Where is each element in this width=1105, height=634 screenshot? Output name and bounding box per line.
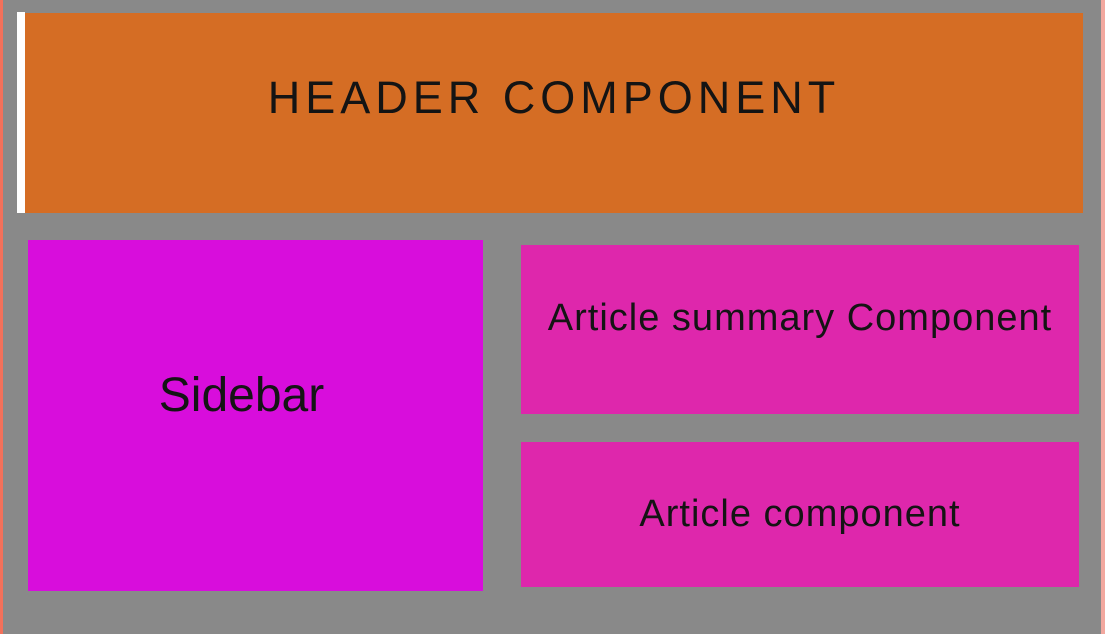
article-component: Article component — [521, 442, 1079, 587]
article-summary-label: Article summary Component — [547, 297, 1053, 339]
header-title: HEADER COMPONENT — [267, 72, 841, 123]
header-component: HEADER COMPONENT — [25, 13, 1083, 213]
sidebar-component: Sidebar — [28, 240, 483, 591]
window-right-border — [1101, 0, 1105, 634]
article-summary-component: Article summary Component — [521, 245, 1079, 414]
window-left-border — [0, 0, 3, 634]
sidebar-label: Sidebar — [158, 369, 325, 422]
white-accent-bar — [17, 12, 25, 213]
article-label: Article component — [639, 493, 961, 535]
